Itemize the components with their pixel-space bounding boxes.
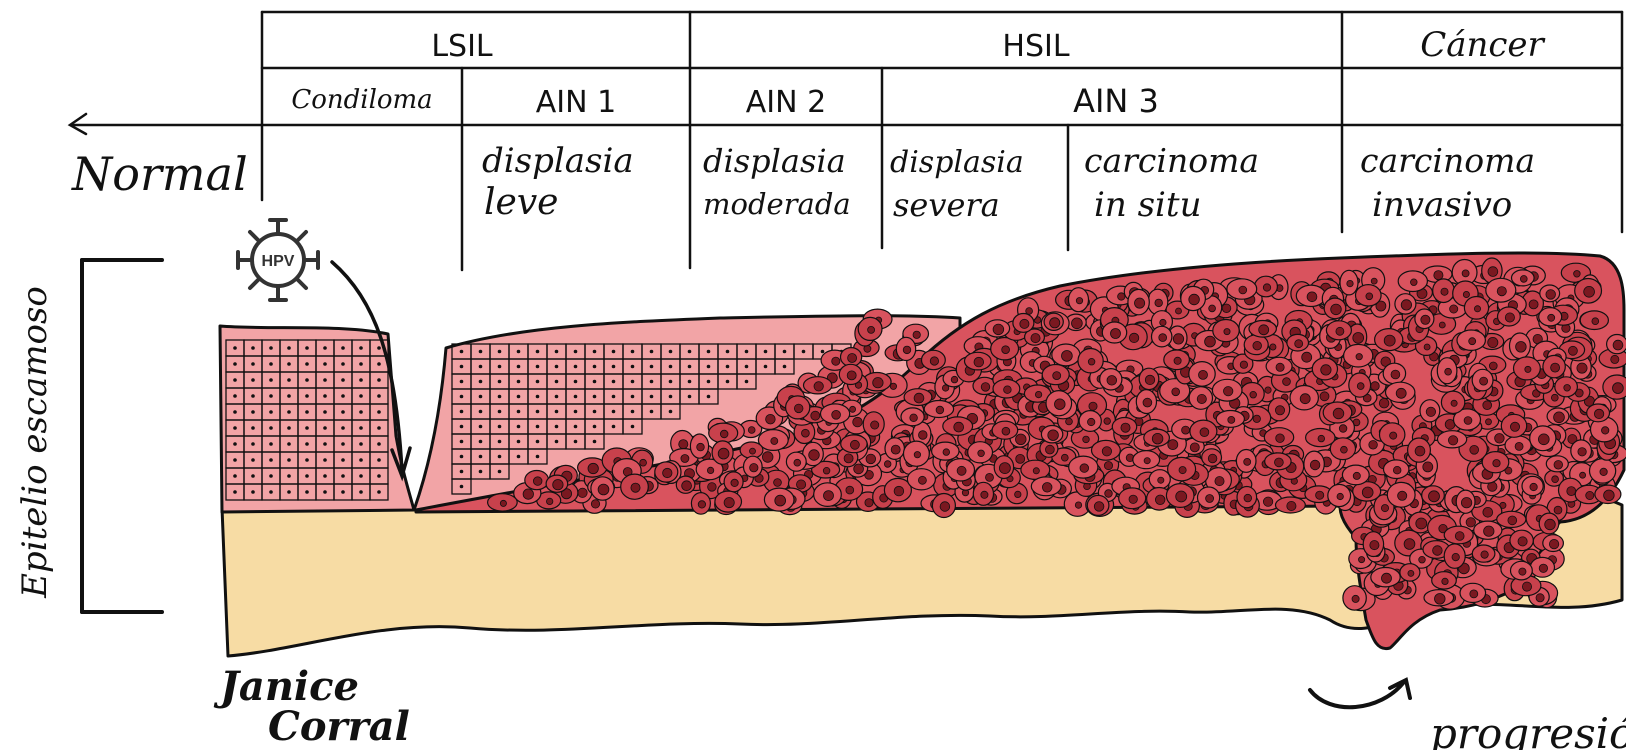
stage-displasia-moderada-line2: moderada <box>703 187 851 221</box>
stage-displasia-leve-line1: displasia <box>482 141 634 181</box>
stage-normal: Normal <box>71 147 248 201</box>
stage-carcinoma-in-situ-line2: in situ <box>1094 185 1201 225</box>
progression-arrow <box>1310 680 1410 707</box>
epithelium-bracket <box>82 260 162 612</box>
group-lsil: LSIL <box>431 29 493 64</box>
stage-carcinoma-invasivo-line1: carcinoma <box>1360 141 1535 180</box>
sub-condiloma: Condiloma <box>291 85 432 115</box>
sub-ain3: AIN 3 <box>1073 82 1159 120</box>
stage-displasia-severa-line2: severa <box>893 186 1000 224</box>
sub-ain2: AIN 2 <box>746 85 826 120</box>
stage-displasia-leve-line2: leve <box>484 182 558 223</box>
group-cancer: Cáncer <box>1420 25 1545 65</box>
stage-carcinoma-in-situ-line1: carcinoma <box>1084 141 1259 180</box>
group-hsil: HSIL <box>1002 29 1069 64</box>
stage-carcinoma-invasivo-line2: invasivo <box>1372 185 1512 225</box>
stage-displasia-moderada-line1: displasia <box>703 142 846 180</box>
epitelio-escamoso-label: Epitelio escamoso <box>15 286 55 599</box>
hpv-virus-icon: HPV <box>238 220 318 300</box>
progression-label: progresión <box>1430 709 1626 750</box>
stage-displasia-severa-line1: displasia <box>890 145 1024 180</box>
hpv-label: HPV <box>262 253 295 270</box>
signature-line2: Corral <box>268 703 410 750</box>
sub-ain1: AIN 1 <box>536 85 616 120</box>
